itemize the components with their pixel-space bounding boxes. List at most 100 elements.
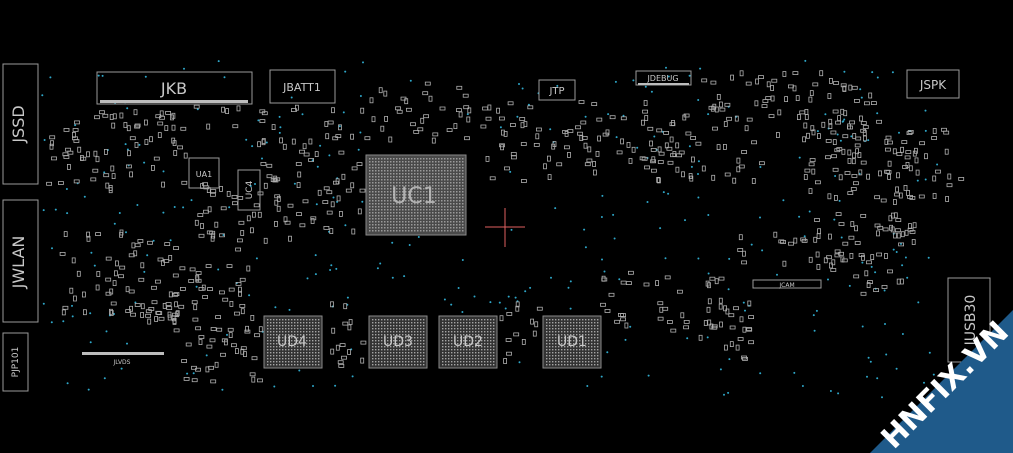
smd-pad <box>884 253 888 259</box>
smd-pad <box>520 142 527 146</box>
via-dot <box>684 219 686 222</box>
chip-ud1[interactable]: UD1 <box>542 315 602 369</box>
bga-ball <box>387 221 389 223</box>
smd-pad <box>898 192 903 199</box>
bga-ball <box>411 328 413 330</box>
smd-pad <box>815 180 821 185</box>
bga-ball <box>570 346 572 348</box>
bga-ball <box>279 346 281 348</box>
bga-ball <box>402 197 404 199</box>
smd-pad <box>887 140 893 145</box>
smd-pad <box>894 192 900 197</box>
connector-jssd[interactable]: JSSD <box>2 63 39 185</box>
bga-ball <box>285 319 287 321</box>
bga-ball <box>375 355 377 357</box>
smd-pad <box>758 75 764 79</box>
chip-ud3[interactable]: UD3 <box>368 315 428 369</box>
bga-ball <box>475 337 477 339</box>
smd-pad <box>206 344 213 349</box>
via-dot <box>126 107 129 110</box>
bga-ball <box>549 334 551 336</box>
bga-ball <box>552 328 554 330</box>
bga-ball <box>411 346 413 348</box>
bga-ball <box>426 197 428 199</box>
via-dot <box>690 165 693 168</box>
chip-ud2[interactable]: UD2 <box>438 315 498 369</box>
connector-jlvds[interactable]: JLVDS <box>82 352 164 366</box>
smd-pad <box>485 155 490 162</box>
bga-ball <box>402 337 404 339</box>
connector-jwlan[interactable]: JWLAN <box>2 199 39 323</box>
smd-pad <box>748 315 754 320</box>
connector-jcam[interactable]: JCAM <box>752 279 822 289</box>
bga-ball <box>306 364 308 366</box>
bga-ball <box>588 328 590 330</box>
label-jbatt1: JBATT1 <box>282 81 321 94</box>
connector-jdebug[interactable]: JDEBUG <box>635 70 692 86</box>
bga-ball <box>414 319 416 321</box>
bga-ball <box>420 167 422 169</box>
bga-ball <box>447 230 449 232</box>
bga-ball <box>417 176 419 178</box>
smd-pad <box>866 260 872 265</box>
smd-pad <box>861 254 865 261</box>
bga-ball <box>451 325 453 327</box>
smd-pad <box>564 145 570 150</box>
chip-uc1[interactable]: UC1 <box>365 154 467 236</box>
bga-ball <box>378 176 380 178</box>
bga-ball <box>393 227 395 229</box>
connector-pjp101[interactable]: PJP101 <box>2 332 29 392</box>
smd-pad <box>803 122 808 129</box>
bga-ball <box>475 364 477 366</box>
via-dot <box>93 264 96 267</box>
smd-pad <box>887 160 892 167</box>
bga-ball <box>546 349 548 351</box>
bga-ball <box>405 209 407 211</box>
bga-ball <box>478 346 480 348</box>
bga-ball <box>372 215 374 217</box>
smd-pad <box>835 120 841 125</box>
bga-ball <box>381 221 383 223</box>
bga-ball <box>417 182 419 184</box>
bga-ball <box>459 212 461 214</box>
bga-ball <box>423 191 425 193</box>
chip-uc4[interactable]: UC4 <box>237 169 261 211</box>
bga-ball <box>582 352 584 354</box>
smd-pad <box>527 105 534 110</box>
connector-jkb[interactable]: JKB <box>96 71 253 105</box>
connector-jtp[interactable]: JTP <box>538 79 576 101</box>
connector-jspk[interactable]: JSPK <box>906 69 960 99</box>
bga-ball <box>414 364 416 366</box>
bga-ball <box>450 191 452 193</box>
smd-pad <box>853 181 859 186</box>
via-dot <box>293 182 296 185</box>
smd-pad <box>302 199 309 204</box>
via-dot <box>162 211 165 214</box>
bga-ball <box>369 212 371 214</box>
bga-ball <box>411 340 413 342</box>
bga-ball <box>372 358 374 360</box>
chip-ud4[interactable]: UD4 <box>263 315 323 369</box>
via-dot <box>62 320 65 323</box>
smd-pad <box>718 297 723 304</box>
connector-jbatt1[interactable]: JBATT1 <box>269 69 336 104</box>
via-dot <box>254 183 256 185</box>
bga-ball <box>411 224 413 226</box>
bga-ball <box>393 185 395 187</box>
bga-ball <box>552 334 554 336</box>
smd-pad <box>628 270 634 275</box>
bga-ball <box>564 322 566 324</box>
smd-pad <box>487 104 492 111</box>
bga-ball <box>447 224 449 226</box>
via-dot <box>518 83 520 85</box>
bga-ball <box>390 224 392 226</box>
smd-pad <box>515 301 520 308</box>
bga-ball <box>454 319 456 321</box>
bga-ball <box>423 206 425 208</box>
chip-ua1[interactable]: UA1 <box>188 157 220 189</box>
smd-pad <box>770 95 775 102</box>
bga-ball <box>408 179 410 181</box>
bga-ball <box>456 161 458 163</box>
smd-pad <box>712 126 718 131</box>
